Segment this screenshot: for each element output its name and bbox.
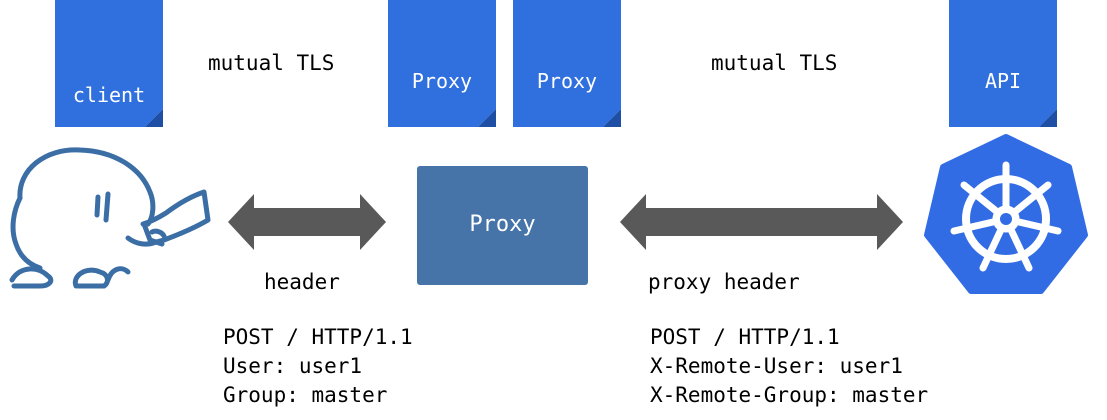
cert-fold-shadow [1039,109,1057,127]
left-double-arrow [228,194,386,250]
right-request-line-1: POST / HTTP/1.1 [650,325,840,349]
right-request-line-2: X-Remote-User: user1 [650,354,903,378]
left-request-line-2: User: user1 [223,354,363,378]
right-header-label: proxy header [648,270,800,294]
proxy-node: Proxy [417,166,588,285]
left-request-block: POST / HTTP/1.1 User: user1 Group: maste… [223,323,413,410]
api-server-cert-line-1: API [984,69,1022,93]
api-server-cert-card: API server cert [949,0,1057,255]
proxy-server-cert-line-1: Proxy [411,69,473,93]
kubernetes-icon [924,134,1088,294]
proxy-node-label: Proxy [469,212,536,237]
right-mutual-tls-label: mutual TLS [711,51,838,75]
client-cert-line-1: client [72,83,146,107]
cert-fold-shadow [603,109,621,127]
proxy-client-cert-line-1: Proxy [536,69,598,93]
right-request-line-3: X-Remote-Group: master [650,383,929,407]
right-double-arrow [620,194,903,250]
proxy-server-cert-card: Proxy server cert [388,0,496,255]
left-mutual-tls-label: mutual TLS [208,51,335,75]
left-request-line-3: Group: master [223,383,388,407]
user-sketch-icon [9,147,211,289]
client-cert-card: client cert [55,0,163,188]
proxy-client-cert-card: Proxy client cert [513,0,621,255]
left-header-label: header [264,270,340,294]
left-request-line-1: POST / HTTP/1.1 [223,325,413,349]
cert-fold-shadow [145,109,163,127]
client-cert-line-2: cert [84,164,134,188]
client-cert-label: client cert [55,28,163,244]
right-request-block: POST / HTTP/1.1 X-Remote-User: user1 X-R… [650,323,928,410]
cert-fold-shadow [478,109,496,127]
